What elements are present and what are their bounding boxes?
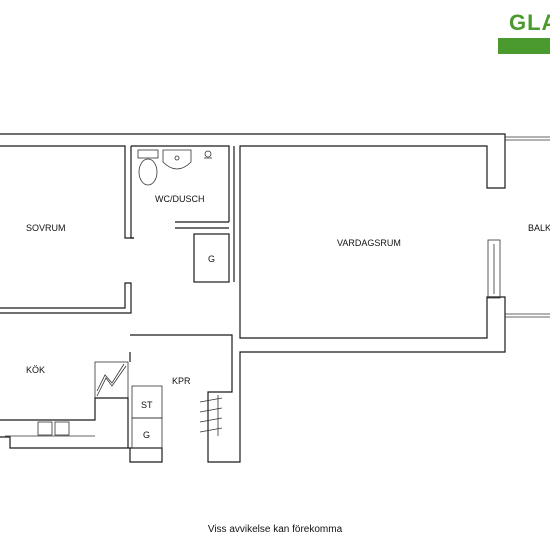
- label-st: ST: [141, 400, 153, 410]
- kitchen: [0, 352, 163, 463]
- label-g-bath: G: [208, 254, 215, 264]
- label-kok: KÖK: [26, 365, 45, 375]
- disclaimer-text: Viss avvikelse kan förekomma: [207, 524, 343, 535]
- bath-cabinet: [193, 233, 230, 283]
- kitchen-sink-right: [54, 421, 70, 436]
- label-balkong: BALK: [528, 223, 550, 233]
- label-kpr: KPR: [172, 376, 191, 386]
- brand-logo-bar: [498, 38, 550, 54]
- sink-icon: [162, 149, 192, 170]
- label-wc-dusch: WC/DUSCH: [155, 194, 205, 204]
- storage-g-hall: [131, 417, 163, 449]
- wardrobe-icon: [199, 395, 223, 436]
- shower-icon: [204, 150, 212, 159]
- outer-walls: [0, 133, 506, 463]
- brand-logo-text: GLA: [509, 10, 550, 35]
- kitchen-sink-left: [37, 421, 53, 436]
- stove-icon: [94, 361, 129, 399]
- label-sovrum: SOVRUM: [26, 223, 66, 233]
- toilet-icon: [137, 149, 159, 186]
- label-g-hall: G: [143, 430, 150, 440]
- balcony: [487, 136, 550, 318]
- label-vardagsrum: VARDAGSRUM: [337, 238, 401, 248]
- bathroom-fixtures: [137, 149, 230, 283]
